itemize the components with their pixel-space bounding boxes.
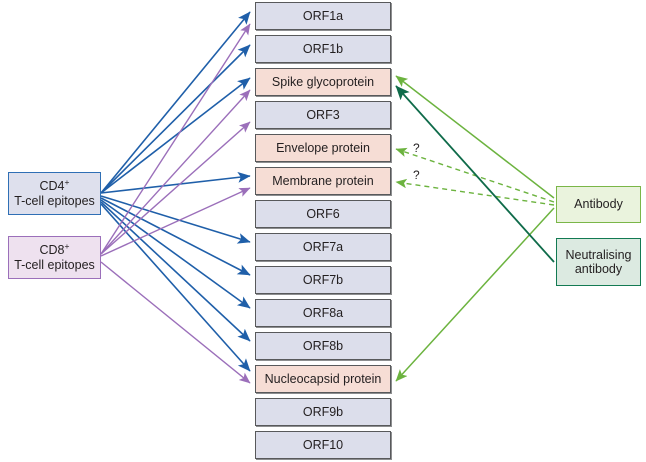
protein-label: Envelope protein: [276, 140, 370, 155]
node-cd4-t-cell-epitopes[interactable]: CD4+ T-cell epitopes: [8, 172, 101, 215]
protein-label: ORF1b: [302, 41, 344, 56]
node-protein-orf10[interactable]: ORF10: [255, 431, 391, 459]
cd4-edges: [100, 11, 251, 372]
edge-cd4-orf1b: [100, 44, 251, 194]
node-protein-orf1a[interactable]: ORF1a: [255, 2, 391, 30]
cd4-superscript: +: [64, 176, 70, 187]
neutralising-label-line1: Neutralising: [565, 247, 632, 262]
protein-label: ORF7a: [302, 239, 344, 254]
edge-cd4-orf7a: [100, 195, 251, 244]
protein-label: ORF3: [306, 107, 340, 122]
edge-cd8-nucleocapsid: [100, 261, 251, 384]
protein-label: ORF7b: [302, 272, 344, 287]
node-protein-orf3[interactable]: ORF3: [255, 101, 391, 129]
edge-antibody-membrane: [395, 178, 555, 206]
cd8-superscript: +: [64, 240, 70, 251]
protein-label: ORF10: [302, 437, 344, 452]
question-mark-envelope: ?: [413, 141, 420, 155]
edge-cd8-orf1a: [100, 23, 251, 255]
cd4-label-line1: CD4: [39, 179, 65, 194]
node-protein-orf6[interactable]: ORF6: [255, 200, 391, 228]
node-protein-nucleocapsid-protein[interactable]: Nucleocapsid protein: [255, 365, 391, 393]
edge-cd4-orf1a: [100, 11, 251, 194]
protein-label: ORF6: [306, 206, 340, 221]
protein-label: Nucleocapsid protein: [264, 371, 382, 386]
edge-cd8-orf3: [100, 121, 251, 255]
protein-label: ORF1a: [302, 8, 344, 23]
cd8-label-line2: T-cell epitopes: [14, 257, 95, 272]
edge-cd4-orf7b: [100, 197, 251, 276]
node-protein-orf8b[interactable]: ORF8b: [255, 332, 391, 360]
node-protein-orf7a[interactable]: ORF7a: [255, 233, 391, 261]
edge-cd4-orf8b: [100, 201, 251, 342]
edge-cd4-nucleocapsid: [100, 203, 251, 372]
node-neutralising-antibody[interactable]: Neutralising antibody: [556, 238, 641, 286]
node-protein-orf1b[interactable]: ORF1b: [255, 35, 391, 63]
neutralising-label-line2: antibody: [574, 262, 623, 276]
protein-label: ORF8b: [302, 338, 344, 353]
protein-label: Membrane protein: [272, 173, 374, 188]
node-protein-envelope-protein[interactable]: Envelope protein: [255, 134, 391, 162]
cd8-edges: [100, 23, 251, 384]
node-protein-membrane-protein[interactable]: Membrane protein: [255, 167, 391, 195]
node-antibody[interactable]: Antibody: [556, 186, 641, 223]
antibody-label: Antibody: [574, 197, 623, 212]
edge-cd8-spike: [100, 89, 251, 255]
edge-cd8-membrane: [100, 187, 251, 257]
edge-cd4-membrane: [100, 171, 251, 194]
question-mark-membrane: ?: [413, 168, 420, 182]
cd8-label-line1: CD8: [39, 243, 65, 258]
edge-cd4-orf8a: [100, 199, 251, 309]
node-protein-spike-glycoprotein[interactable]: Spike glycoprotein: [255, 68, 391, 96]
node-protein-orf8a[interactable]: ORF8a: [255, 299, 391, 327]
antibody-edges: [395, 75, 555, 382]
protein-label: Spike glycoprotein: [271, 74, 375, 89]
edge-cd4-spike: [100, 77, 251, 194]
protein-label: ORF8a: [302, 305, 344, 320]
node-cd8-t-cell-epitopes[interactable]: CD8+ T-cell epitopes: [8, 236, 101, 279]
node-protein-orf7b[interactable]: ORF7b: [255, 266, 391, 294]
protein-label: ORF9b: [302, 404, 344, 419]
cd4-label-line2: T-cell epitopes: [14, 193, 95, 208]
edge-antibody-nucleocapsid: [395, 207, 555, 382]
node-protein-orf9b[interactable]: ORF9b: [255, 398, 391, 426]
